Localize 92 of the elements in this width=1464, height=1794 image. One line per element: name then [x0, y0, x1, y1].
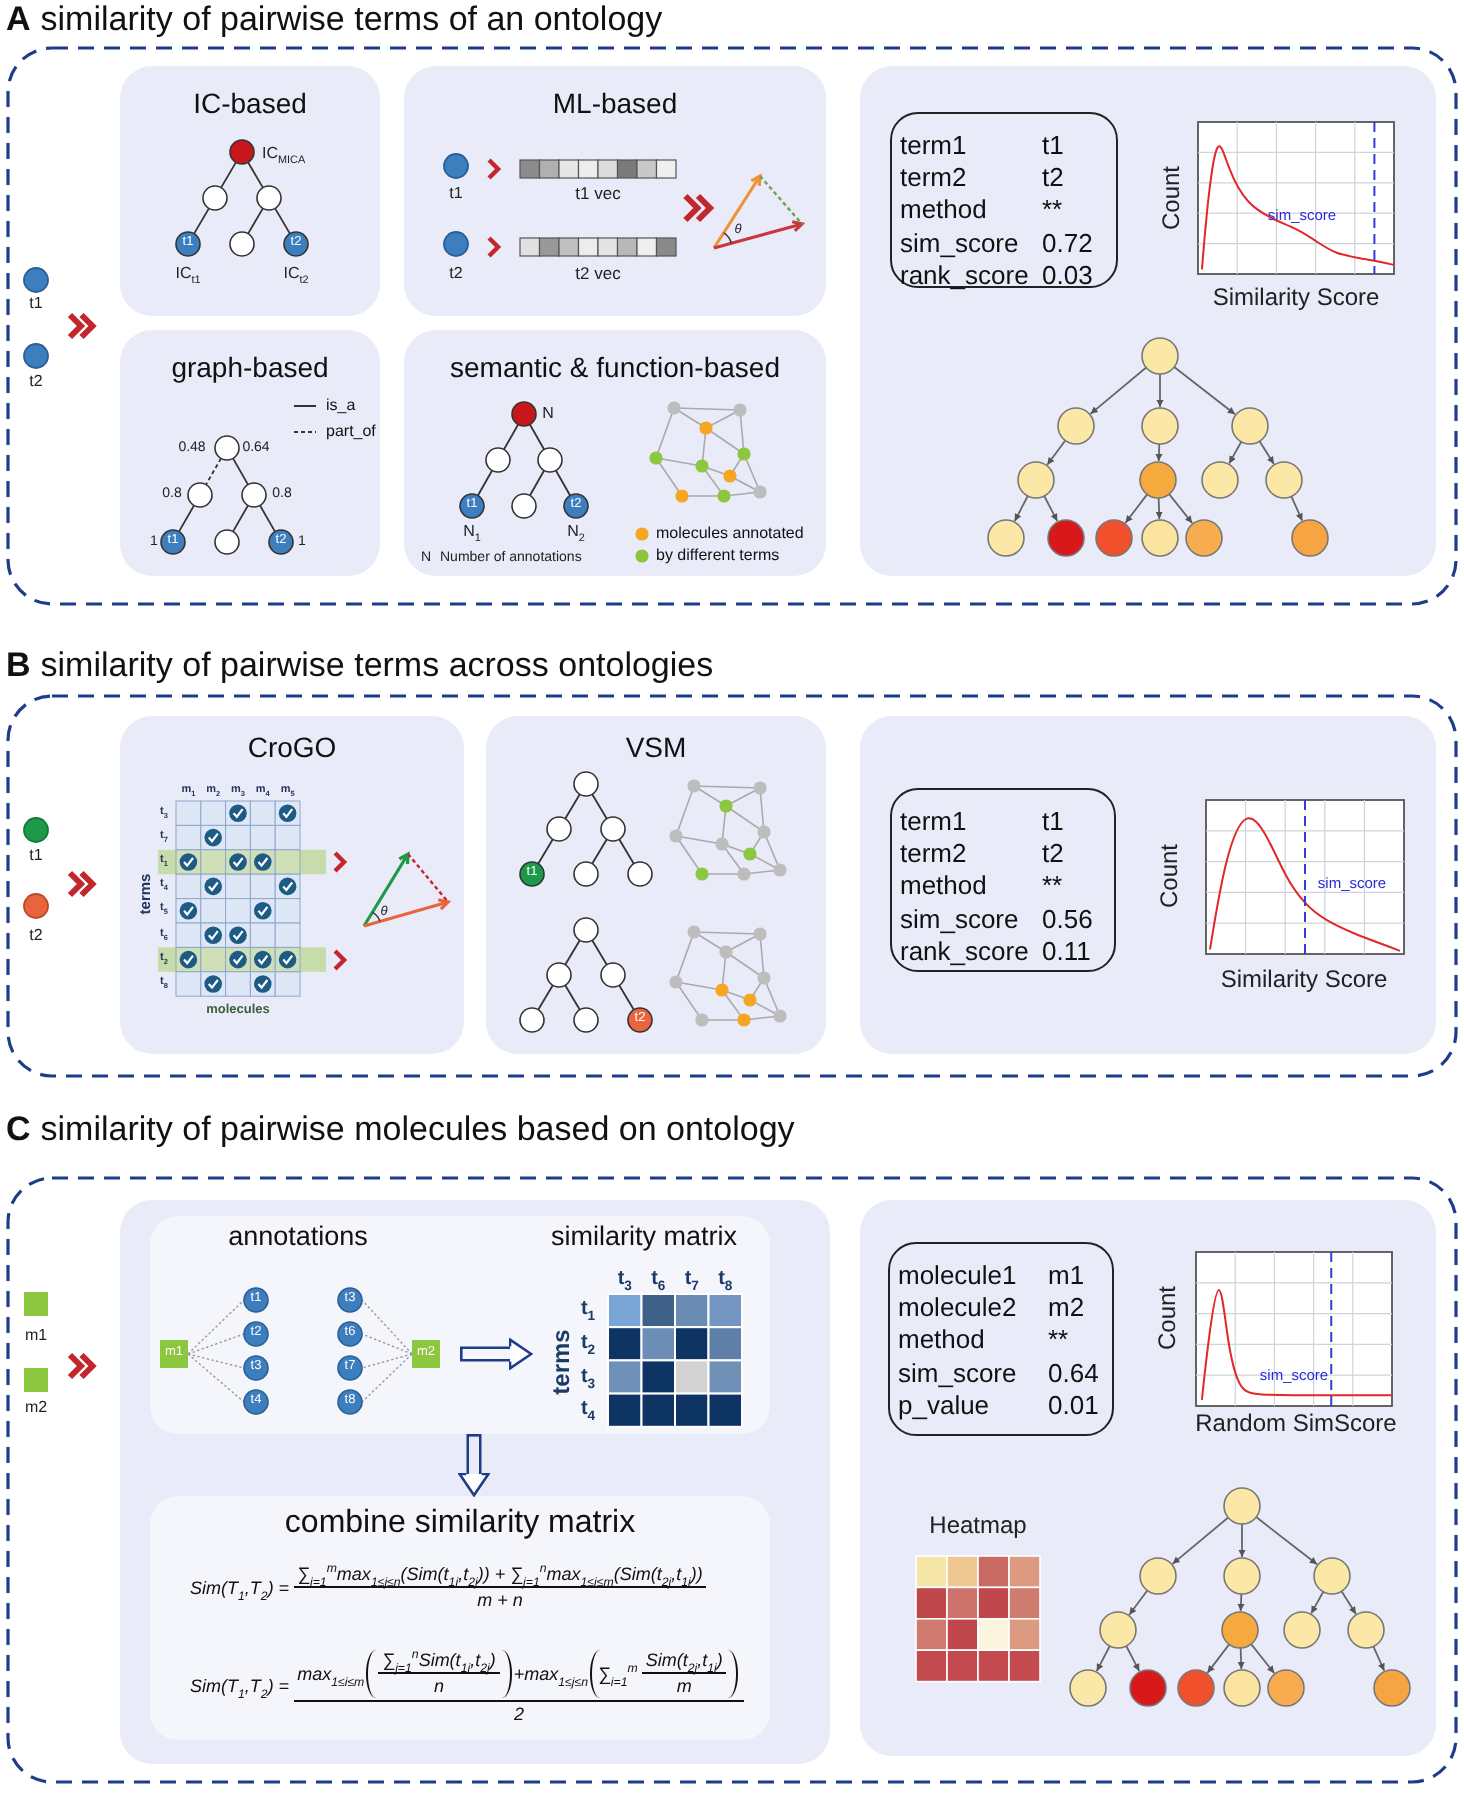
- field-name: p_value: [898, 1391, 990, 1420]
- axis-title: Count: [1157, 843, 1183, 909]
- field-name: method: [900, 872, 987, 902]
- panel-title: VSM: [625, 732, 687, 764]
- method-panel: [120, 66, 380, 316]
- row-header: t$_{4}$: [580, 1399, 596, 1421]
- field-value: 0.03: [1042, 261, 1093, 290]
- section-title: similarity of pairwise molecules based on ontology: [40, 1110, 795, 1150]
- vector-label: t2 vec: [575, 265, 621, 283]
- field-value: **: [1042, 196, 1063, 226]
- field-value: 0.56: [1042, 904, 1093, 934]
- legend-text: part_of: [326, 423, 376, 441]
- term-label: t2: [449, 265, 463, 283]
- field-value: **: [1048, 1326, 1069, 1356]
- field-name: sim_score: [900, 228, 1019, 258]
- field-value: **: [1042, 872, 1063, 902]
- field-value: t2: [1042, 164, 1064, 193]
- section-letter: B: [6, 646, 31, 686]
- section-letter: A: [6, 0, 31, 40]
- field-value: 0.11: [1042, 937, 1091, 966]
- panel-title: IC-based: [193, 88, 307, 120]
- vector-label: t1 vec: [575, 185, 621, 203]
- annotation-label: IC$_{t1}$: [175, 265, 201, 283]
- field-value: t1: [1042, 807, 1064, 837]
- result-summary-box: [890, 788, 1116, 972]
- formula-panel: [150, 1496, 770, 1740]
- field-name: method: [898, 1326, 985, 1356]
- axis-title: Count: [1159, 165, 1185, 231]
- term-label: t1: [29, 295, 43, 313]
- term-label: t2: [29, 373, 43, 391]
- legend-text: molecules annotated: [656, 525, 804, 543]
- field-value: 0.01: [1048, 1391, 1099, 1420]
- axis-title: Similarity Score: [1220, 967, 1388, 993]
- field-name: term2: [900, 164, 967, 193]
- field-name: sim_score: [898, 1358, 1017, 1388]
- row-header: t$_{3}$: [580, 1366, 596, 1388]
- axis-title: terms: [549, 1329, 575, 1395]
- field-name: sim_score: [900, 904, 1019, 934]
- column-header: t$_{6}$: [651, 1269, 666, 1291]
- panel-title: CroGO: [247, 732, 337, 764]
- term-label: t1: [29, 847, 43, 865]
- panel-title: semantic & function-based: [450, 352, 780, 384]
- result-summary-box: [890, 112, 1118, 288]
- annotation-label: N$_{1}$: [463, 523, 481, 541]
- row-header: t$_{2}$: [580, 1333, 596, 1355]
- section-title: similarity of pairwise terms across ontologies: [40, 646, 714, 686]
- method-panel: [120, 330, 380, 576]
- field-value: t1: [1042, 131, 1064, 161]
- panel-title: combine similarity matrix: [284, 1506, 636, 1542]
- annotation-label: N: [542, 405, 554, 423]
- field-name: rank_score: [900, 937, 1029, 966]
- field-name: rank_score: [900, 261, 1029, 290]
- method-panel: [486, 716, 826, 1054]
- column-header: t$_{7}$: [684, 1269, 699, 1291]
- column-header: t$_{8}$: [718, 1269, 733, 1291]
- field-name: molecule1: [898, 1261, 1017, 1291]
- annotation-label: IC$_{MICA}$: [262, 145, 306, 163]
- annotation-label: IC$_{t2}$: [283, 265, 309, 283]
- axis-title: Similarity Score: [1212, 285, 1380, 311]
- method-panel: [404, 66, 826, 316]
- field-value: 0.64: [1048, 1358, 1099, 1388]
- result-summary-box: [888, 1242, 1114, 1436]
- legend-text: is_a: [326, 397, 356, 415]
- method-panel: [404, 330, 826, 576]
- field-value: m2: [1048, 1294, 1085, 1323]
- field-name: term1: [900, 807, 967, 837]
- axis-title: Count: [1155, 1285, 1181, 1351]
- axis-title: Random SimScore: [1195, 1411, 1397, 1437]
- field-value: t2: [1042, 840, 1064, 869]
- column-header: t$_{3}$: [617, 1269, 632, 1291]
- field-name: term2: [900, 840, 967, 869]
- section-letter: C: [6, 1110, 31, 1150]
- section-title: similarity of pairwise terms of an ontology: [40, 0, 663, 40]
- term-label: m1: [24, 1327, 48, 1345]
- annotation-label: N$_{2}$: [567, 523, 585, 541]
- panel-title: similarity matrix: [551, 1223, 737, 1253]
- inner-panel: [150, 1216, 770, 1434]
- field-value: 0.72: [1042, 228, 1093, 258]
- panel-title: graph-based: [171, 352, 329, 384]
- legend-text: by different terms: [656, 547, 780, 565]
- panel-title: annotations: [228, 1223, 368, 1253]
- term-label: m2: [24, 1399, 48, 1417]
- field-name: molecule2: [898, 1294, 1017, 1323]
- field-value: m1: [1048, 1261, 1085, 1291]
- field-name: term1: [900, 131, 967, 161]
- row-header: t$_{1}$: [580, 1300, 596, 1322]
- panel-title: ML-based: [552, 88, 678, 120]
- term-label: t1: [449, 185, 463, 203]
- field-name: method: [900, 196, 987, 226]
- chart-title: Heatmap: [929, 1513, 1027, 1539]
- method-panel: [120, 1200, 830, 1764]
- term-label: t2: [29, 927, 43, 945]
